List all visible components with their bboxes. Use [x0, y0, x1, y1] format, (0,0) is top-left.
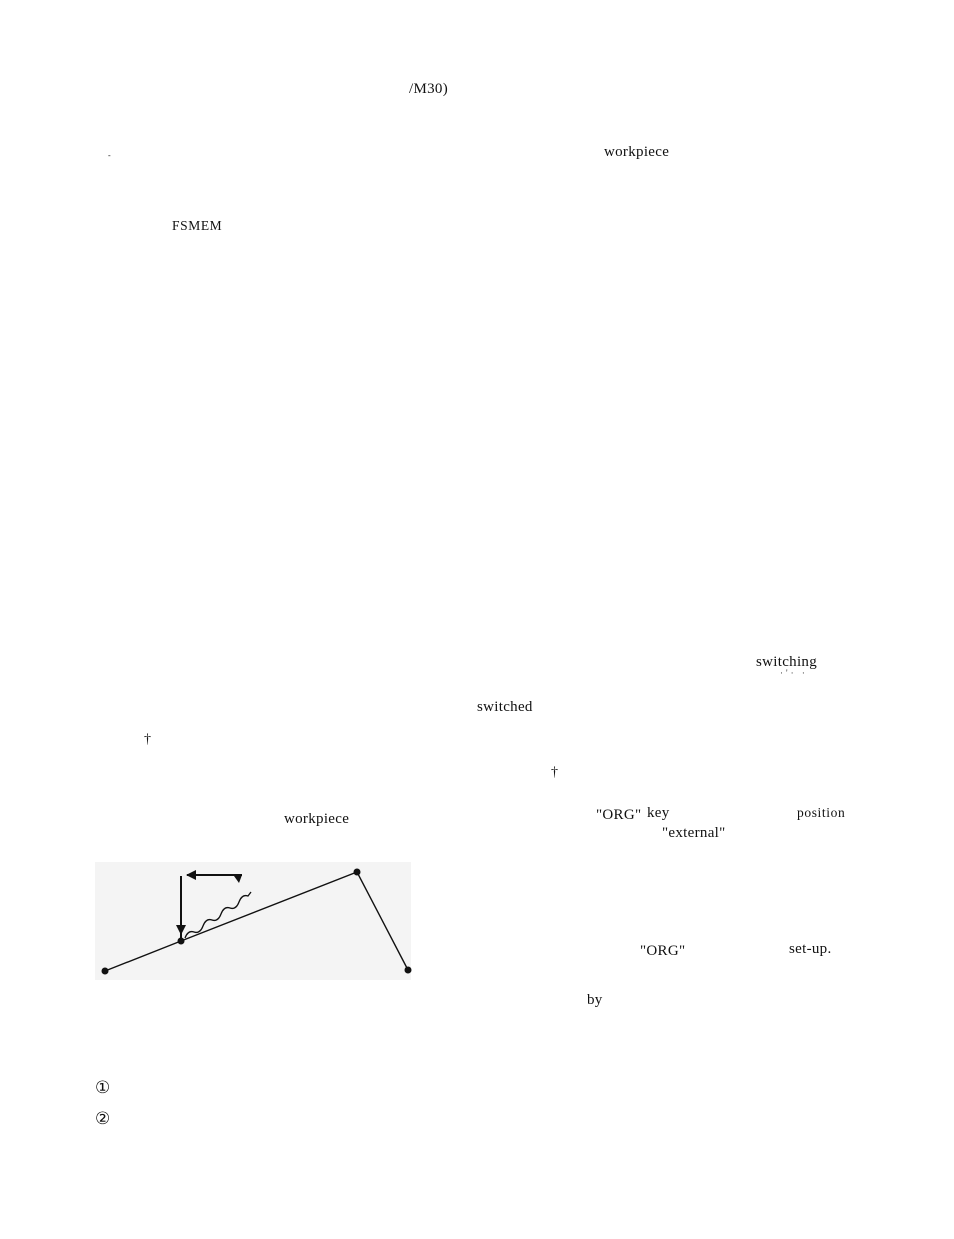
stray-mark: - [108, 151, 111, 160]
text-key: key [647, 805, 670, 821]
peak-point [353, 868, 361, 876]
start-point [101, 967, 109, 975]
stray-marks: ·'· · [780, 668, 808, 678]
mid-point [177, 937, 185, 945]
dagger-mark-left: † [144, 732, 152, 747]
text-fsmem: FSMEM [172, 218, 223, 233]
diagram-background [95, 862, 411, 980]
text-external: "external" [662, 825, 726, 841]
tool-path-diagram [95, 862, 412, 980]
text-position: position [797, 805, 846, 820]
wavy-arrow-head [234, 875, 242, 883]
circled-number-1: ① [95, 1078, 111, 1097]
text-m30: /M30) [409, 81, 448, 97]
path-line [104, 871, 409, 972]
text-switching: switching [756, 654, 818, 670]
text-workpiece-lower: workpiece [284, 811, 350, 827]
text-switched: switched [477, 699, 533, 715]
end-point [404, 966, 412, 974]
dagger-mark-right: † [551, 765, 559, 780]
text-by: by [587, 992, 603, 1008]
text-org-second: "ORG" [640, 943, 686, 959]
text-org-key-label: "ORG" [596, 807, 642, 823]
circled-number-2: ② [95, 1109, 111, 1128]
text-workpiece-top: workpiece [604, 144, 670, 160]
text-setup: set-up. [789, 941, 832, 957]
wavy-arrow [184, 891, 252, 939]
